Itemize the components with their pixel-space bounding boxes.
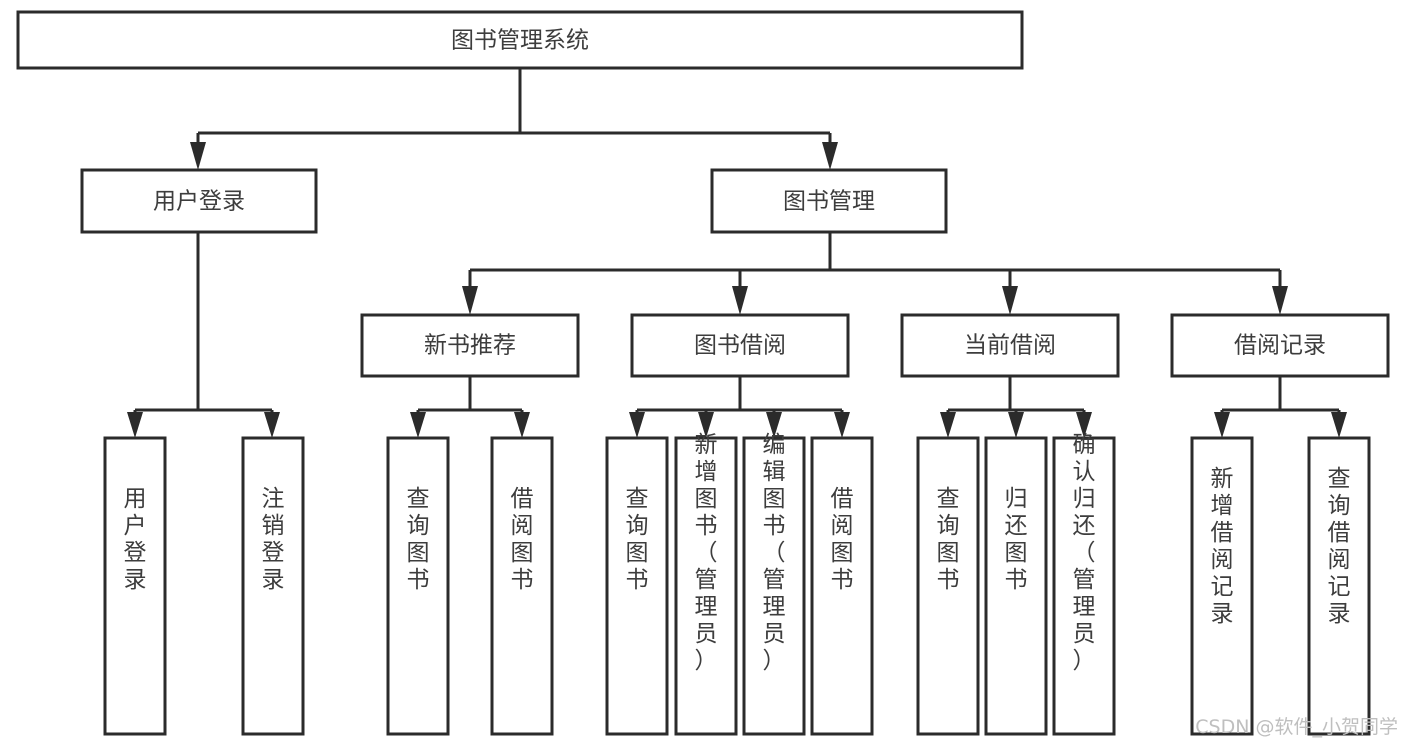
node-root-book-management-system[interactable]: 图书管理系统 (16, 10, 1024, 70)
arrow-to-book-management (822, 142, 838, 170)
arrow-to-borrow-record (1272, 286, 1288, 315)
arrow-to-leaf-borrow-book-2 (834, 412, 850, 438)
arrow-to-user-login (190, 142, 206, 170)
leaf-node-add-borrow-record-label: 新增借阅记录 (1211, 466, 1234, 627)
leaf-node-user-login[interactable]: 用户登录 (103, 436, 167, 736)
connector-new-book-recommend-to-leaves (410, 376, 530, 438)
node-borrow-record[interactable]: 借阅记录 (1170, 313, 1390, 378)
arrow-to-leaf-user-login (127, 412, 143, 438)
arrow-to-leaf-query-book-2 (629, 412, 645, 438)
leaf-node-confirm-return[interactable]: 确认归还（管理员） (1052, 432, 1116, 736)
node-root-label: 图书管理系统 (451, 28, 589, 54)
arrow-to-leaf-logout (264, 412, 280, 438)
leaf-node-user-login-label: 用户登录 (124, 486, 147, 593)
arrow-to-leaf-query-record (1331, 412, 1347, 438)
leaf-node-return-book-label: 归还图书 (1005, 486, 1028, 593)
leaf-node-logout[interactable]: 注销登录 (241, 436, 305, 736)
csdn-watermark: CSDN @软件_小贺同学 (1195, 716, 1398, 738)
connector-user-login-to-leaves (127, 232, 280, 438)
arrow-to-book-borrow (732, 286, 748, 315)
leaf-node-add-borrow-record[interactable]: 新增借阅记录 (1190, 436, 1254, 736)
leaf-node-query-book-current-label: 查询图书 (937, 486, 960, 593)
connector-root-to-level2 (190, 68, 838, 170)
node-book-management[interactable]: 图书管理 (710, 168, 948, 234)
leaf-node-borrow-book-label: 借阅图书 (831, 486, 854, 593)
arrow-to-leaf-add-record (1214, 412, 1230, 438)
leaf-node-edit-book[interactable]: 编辑图书（管理员） (742, 432, 806, 736)
node-book-borrow-label: 图书借阅 (694, 333, 786, 359)
arrow-to-leaf-add-book (698, 412, 714, 438)
leaf-node-query-book-current[interactable]: 查询图书 (916, 436, 980, 736)
leaf-node-edit-book-label: 编辑图书（管理员） (763, 432, 786, 674)
leaf-node-borrow-book-recommend[interactable]: 借阅图书 (490, 436, 554, 736)
node-current-borrow[interactable]: 当前借阅 (900, 313, 1120, 378)
arrow-to-leaf-edit-book (766, 412, 782, 438)
leaf-node-query-borrow-record[interactable]: 查询借阅记录 (1307, 436, 1371, 736)
leaf-node-query-book-recommend[interactable]: 查询图书 (386, 436, 450, 736)
leaf-node-add-book[interactable]: 新增图书（管理员） (674, 432, 738, 736)
node-new-book-recommend-label: 新书推荐 (424, 333, 516, 359)
node-new-book-recommend[interactable]: 新书推荐 (360, 313, 580, 378)
leaf-node-return-book[interactable]: 归还图书 (984, 436, 1048, 736)
leaf-node-query-book-borrow-label: 查询图书 (626, 486, 649, 593)
arrow-to-current-borrow (1002, 286, 1018, 315)
leaf-node-query-borrow-record-label: 查询借阅记录 (1328, 466, 1351, 627)
leaf-node-borrow-book-recommend-label: 借阅图书 (511, 486, 534, 593)
connector-current-borrow-to-leaves (940, 376, 1092, 438)
arrow-to-leaf-return-book (1008, 412, 1024, 438)
node-current-borrow-label: 当前借阅 (964, 333, 1056, 359)
node-book-management-label: 图书管理 (783, 189, 875, 215)
leaf-node-borrow-book[interactable]: 借阅图书 (810, 436, 874, 736)
node-book-borrow[interactable]: 图书借阅 (630, 313, 850, 378)
connector-book-management-to-level3 (462, 232, 1288, 315)
leaf-node-logout-label: 注销登录 (262, 486, 285, 593)
leaf-node-confirm-return-label: 确认归还（管理员） (1073, 432, 1096, 674)
node-user-login[interactable]: 用户登录 (80, 168, 318, 234)
leaf-node-add-book-label: 新增图书（管理员） (695, 432, 718, 674)
connector-borrow-record-to-leaves (1214, 376, 1347, 438)
arrow-to-new-book-recommend (462, 286, 478, 315)
node-borrow-record-label: 借阅记录 (1234, 333, 1326, 359)
leaf-node-query-book-recommend-label: 查询图书 (407, 486, 430, 593)
arrow-to-leaf-confirm-return (1076, 412, 1092, 438)
arrow-to-leaf-query-book-1 (410, 412, 426, 438)
connector-book-borrow-to-leaves (629, 376, 850, 438)
node-user-login-label: 用户登录 (153, 189, 245, 215)
arrow-to-leaf-borrow-book-1 (514, 412, 530, 438)
leaf-node-query-book-borrow[interactable]: 查询图书 (605, 436, 669, 736)
arrow-to-leaf-query-book-3 (940, 412, 956, 438)
